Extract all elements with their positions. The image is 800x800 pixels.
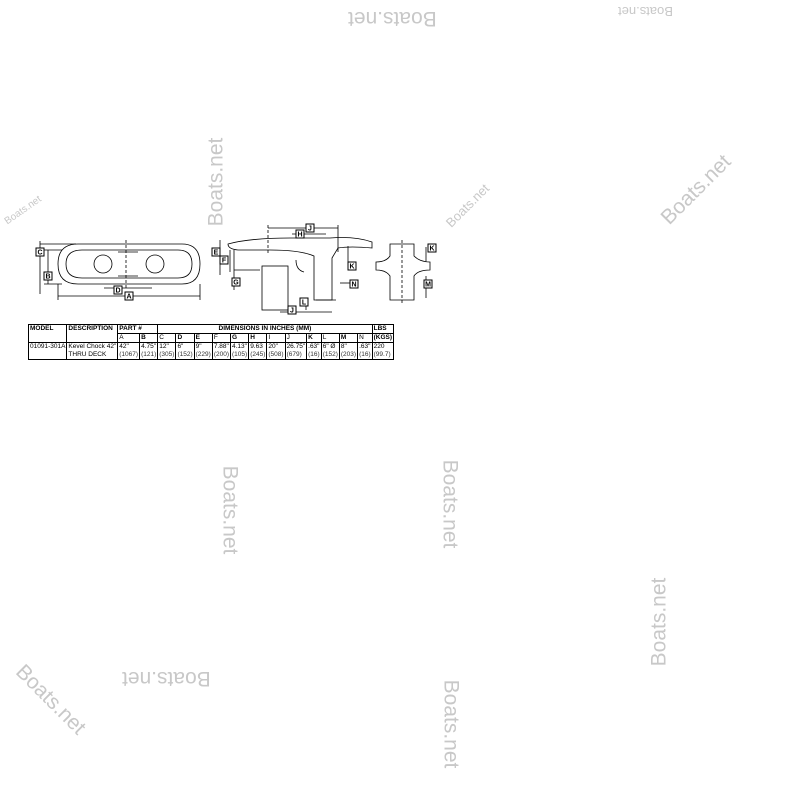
cell-dim-h: 9.63(245): [248, 342, 268, 360]
cell-dim-g: 4.13"(105): [229, 342, 250, 360]
cell-dim-e: 9"(229): [193, 342, 213, 360]
dim-label: K: [349, 264, 354, 271]
col-letter: D: [175, 333, 195, 343]
cell-dim-j: 26.75"(679): [284, 342, 308, 360]
col-letter: N: [357, 333, 373, 343]
cell-dim-n: .63"(16): [357, 342, 373, 360]
table-header-row: MODEL DESCRIPTION PART # DIMENSIONS IN I…: [27, 324, 395, 343]
dim-label: B: [45, 274, 50, 281]
cell-dim-a: 42"(1067): [117, 342, 141, 360]
table-subheader-row: A B C D E F G H I J K L M N (KGS): [29, 333, 395, 343]
cell-dim-d: 6"(152): [175, 342, 195, 360]
col-header-description: DESCRIPTION: [66, 324, 119, 343]
col-header-kgs: (KGS): [371, 333, 395, 343]
cell-model: 01091-301A: [27, 342, 68, 360]
dim-label: G: [233, 280, 239, 287]
col-letter: E: [193, 333, 213, 343]
cell-dim-m: 8"(203): [338, 342, 359, 360]
cell-weight: 220(99.7): [371, 342, 395, 360]
dim-label: F: [222, 258, 227, 265]
dim-label: E: [214, 250, 219, 257]
col-header-model: MODEL: [27, 324, 68, 343]
col-letter: K: [306, 333, 322, 343]
dim-label: J: [308, 226, 312, 233]
dim-label: D: [115, 288, 120, 295]
cell-dim-k: .63"(16): [306, 342, 322, 360]
cell-dim-f: 7.88"(200): [211, 342, 232, 360]
col-letter: F: [211, 333, 232, 343]
col-letter: A: [117, 333, 141, 343]
cell-dim-b: 4.75"(121): [139, 342, 159, 360]
col-letter: B: [139, 333, 159, 343]
section-labels: K M: [423, 243, 437, 289]
section-view: [375, 240, 431, 304]
col-letter: I: [266, 333, 286, 343]
side-labels: J H E F K G N L J: [211, 223, 359, 315]
col-letter: J: [284, 333, 308, 343]
cell-description: Kevel Chock 42"THRU DECK: [66, 342, 119, 360]
dim-label: L: [302, 300, 307, 307]
dim-label: J: [290, 308, 294, 315]
front-labels: C B D A: [35, 247, 134, 301]
table-row: 01091-301A Kevel Chock 42"THRU DECK 42"(…: [27, 342, 395, 360]
dim-label: A: [126, 294, 131, 301]
col-header-lbs: LBS: [371, 324, 395, 334]
col-letter: L: [320, 333, 340, 343]
col-letter: C: [157, 333, 177, 343]
col-letter: G: [229, 333, 250, 343]
dim-label: H: [297, 232, 302, 239]
dim-label: K: [429, 246, 434, 253]
cell-dim-c: 12"(305): [157, 342, 177, 360]
dim-label: N: [351, 282, 356, 289]
col-letter: M: [338, 333, 359, 343]
cell-dim-l: 6" Ø(152): [320, 342, 340, 360]
col-header-part: PART #: [117, 324, 159, 334]
col-header-dimensions: DIMENSIONS IN INCHES (MM): [157, 324, 373, 334]
dim-label: C: [37, 250, 42, 257]
cell-dim-i: 20"(508): [266, 342, 286, 360]
col-letter: H: [248, 333, 268, 343]
spec-table: MODEL DESCRIPTION PART # DIMENSIONS IN I…: [27, 324, 395, 360]
dim-label: M: [425, 282, 431, 289]
